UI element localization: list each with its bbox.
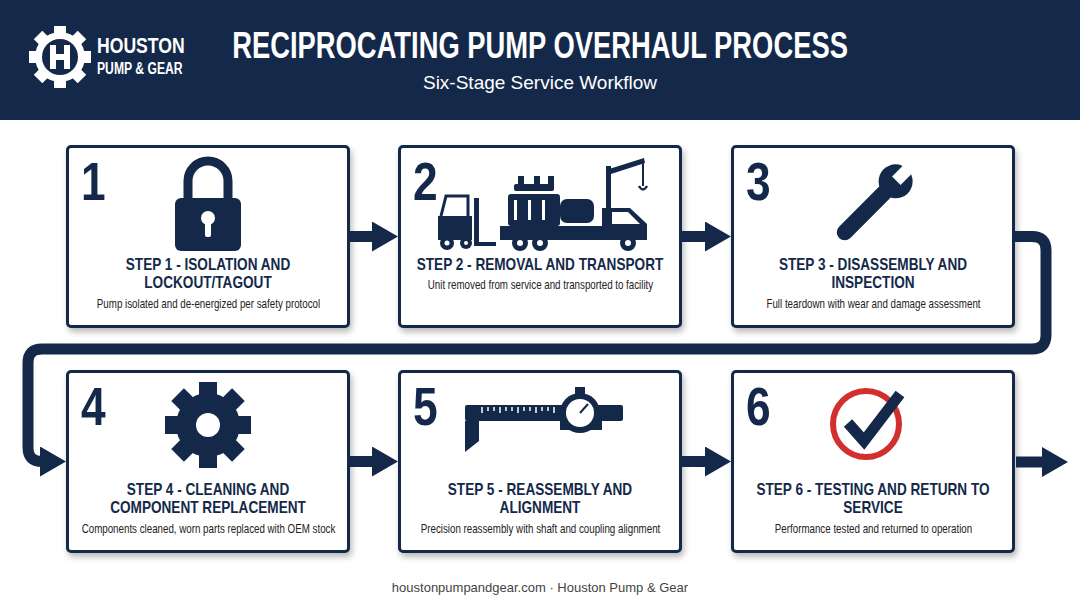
flow-arrow [682,231,709,242]
pump-line [528,200,531,220]
crane-boom [606,158,645,174]
step-number: 5 [413,379,438,433]
step-description: Components cleaned, worn parts replaced … [79,521,338,537]
flow-arrow [682,456,709,467]
check-icon [833,391,900,457]
forklift-guard [441,196,468,216]
step-box: 3STEP 3 - DISASSEMBLY AND INSPECTION Full… [731,145,1015,328]
flow-arrow [28,237,1046,462]
truck-cab [602,208,647,240]
step-heading: STEP 2 - REMOVAL AND TRANSPORT [416,256,664,274]
pump-pipe [518,176,524,186]
pump-casing [508,194,560,226]
step-number: 4 [81,379,106,433]
flow-arrow [350,231,376,242]
logo-mark [50,45,70,69]
footer-text: houstonpumpandgear.com · Houston Pump & … [0,580,1080,596]
wrench-jaw [892,162,915,185]
step-box: 5STEP 5 - REASSEMBLY AND ALIGNMENT Precis… [398,370,682,553]
pump-pipe [548,176,554,186]
keyhole-slot [205,220,211,237]
check-mark [848,394,900,441]
dial-ring [560,393,600,433]
exit-arrow-shaft [1016,457,1044,468]
crane-hook [639,186,647,190]
wheel-hub [537,240,543,246]
step-number: 1 [81,154,106,208]
wheel-hub [517,240,523,246]
wheel [532,235,548,251]
exit-arrow-head [1042,447,1068,477]
wheel-hub [625,240,631,246]
subtitle: Six-Stage Service Workflow [0,72,1080,95]
caliper-icon [465,387,623,452]
step-text-group: STEP 2 - REMOVAL AND TRANSPORT Unit remov… [401,256,679,294]
step-text-group: STEP 1 - ISOLATION AND LOCKOUT/TAGOUT Pum… [69,256,347,312]
wheel [440,236,454,250]
caliper-jaw [465,421,479,452]
forklift-body [438,216,472,240]
mark-bar [50,54,70,60]
brand-subname: PUMP & GEAR [97,61,183,77]
truck-bed [500,226,604,233]
wheel-hub [464,241,468,245]
dial-needle [580,404,588,413]
wrench-icon [827,155,922,250]
brand-name: HOUSTON [97,35,185,57]
step-description: Precision reassembly with shaft and coup… [411,521,670,537]
forklift-mast [474,198,479,246]
step-number: 2 [413,154,438,208]
step-description: Full teardown with wear and damage asses… [744,296,1003,312]
gear-body [176,393,240,457]
gear-icon [165,382,251,468]
header-band [0,0,1080,120]
wheel [620,235,636,251]
dial-knob [575,387,585,394]
step-heading: STEP 3 - DISASSEMBLY AND INSPECTION [749,256,997,293]
step-heading: STEP 6 - TESTING AND RETURN TO SERVICE [749,481,997,518]
lock-shackle [188,161,228,204]
gear-rim [35,32,85,82]
crane-cable [642,162,644,186]
step-text-group: STEP 6 - TESTING AND RETURN TO SERVICE Pe… [734,481,1012,537]
wheel [460,237,472,249]
step-number: 6 [746,379,771,433]
check-ring [833,391,899,457]
lock-body [175,198,241,251]
step-text-group: STEP 4 - CLEANING AND COMPONENT REPLACEM… [69,481,347,537]
step-heading: STEP 1 - ISOLATION AND LOCKOUT/TAGOUT [84,256,332,293]
gear-center [42,39,78,75]
step-description: Pump isolated and de-energized per safet… [79,296,338,312]
forklift-fork [474,242,496,246]
step-description: Performance tested and returned to opera… [744,521,1003,537]
step-box: 6STEP 6 - TESTING AND RETURN TO SERVICE P… [731,370,1015,553]
pump-motor [560,199,594,223]
step-text-group: STEP 3 - DISASSEMBLY AND INSPECTION Full … [734,256,1012,312]
flow-arrow [350,456,376,467]
wheel-hub [445,241,450,246]
step-number: 3 [746,154,771,208]
step-heading: STEP 4 - CLEANING AND COMPONENT REPLACEM… [84,481,332,518]
logo-gear [29,26,91,88]
pump-pipe [534,176,540,186]
gear-hole [196,413,220,437]
pump-line [542,200,545,220]
step-description: Unit removed from service and transporte… [411,277,670,293]
wrench-head [872,157,920,205]
step-heading: STEP 5 - REASSEMBLY AND ALIGNMENT [416,481,664,518]
dial-face [566,399,594,427]
wheel [512,235,528,251]
caliper-scale [482,407,554,413]
cab-window [612,212,640,224]
pump-line [514,200,517,220]
step-text-group: STEP 5 - REASSEMBLY AND ALIGNMENT Precisi… [401,481,679,537]
transport-illustration [438,158,647,251]
lock-icon [175,161,241,251]
diagram-title: RECIPROCATING PUMP OVERHAUL PROCESS [232,26,848,66]
